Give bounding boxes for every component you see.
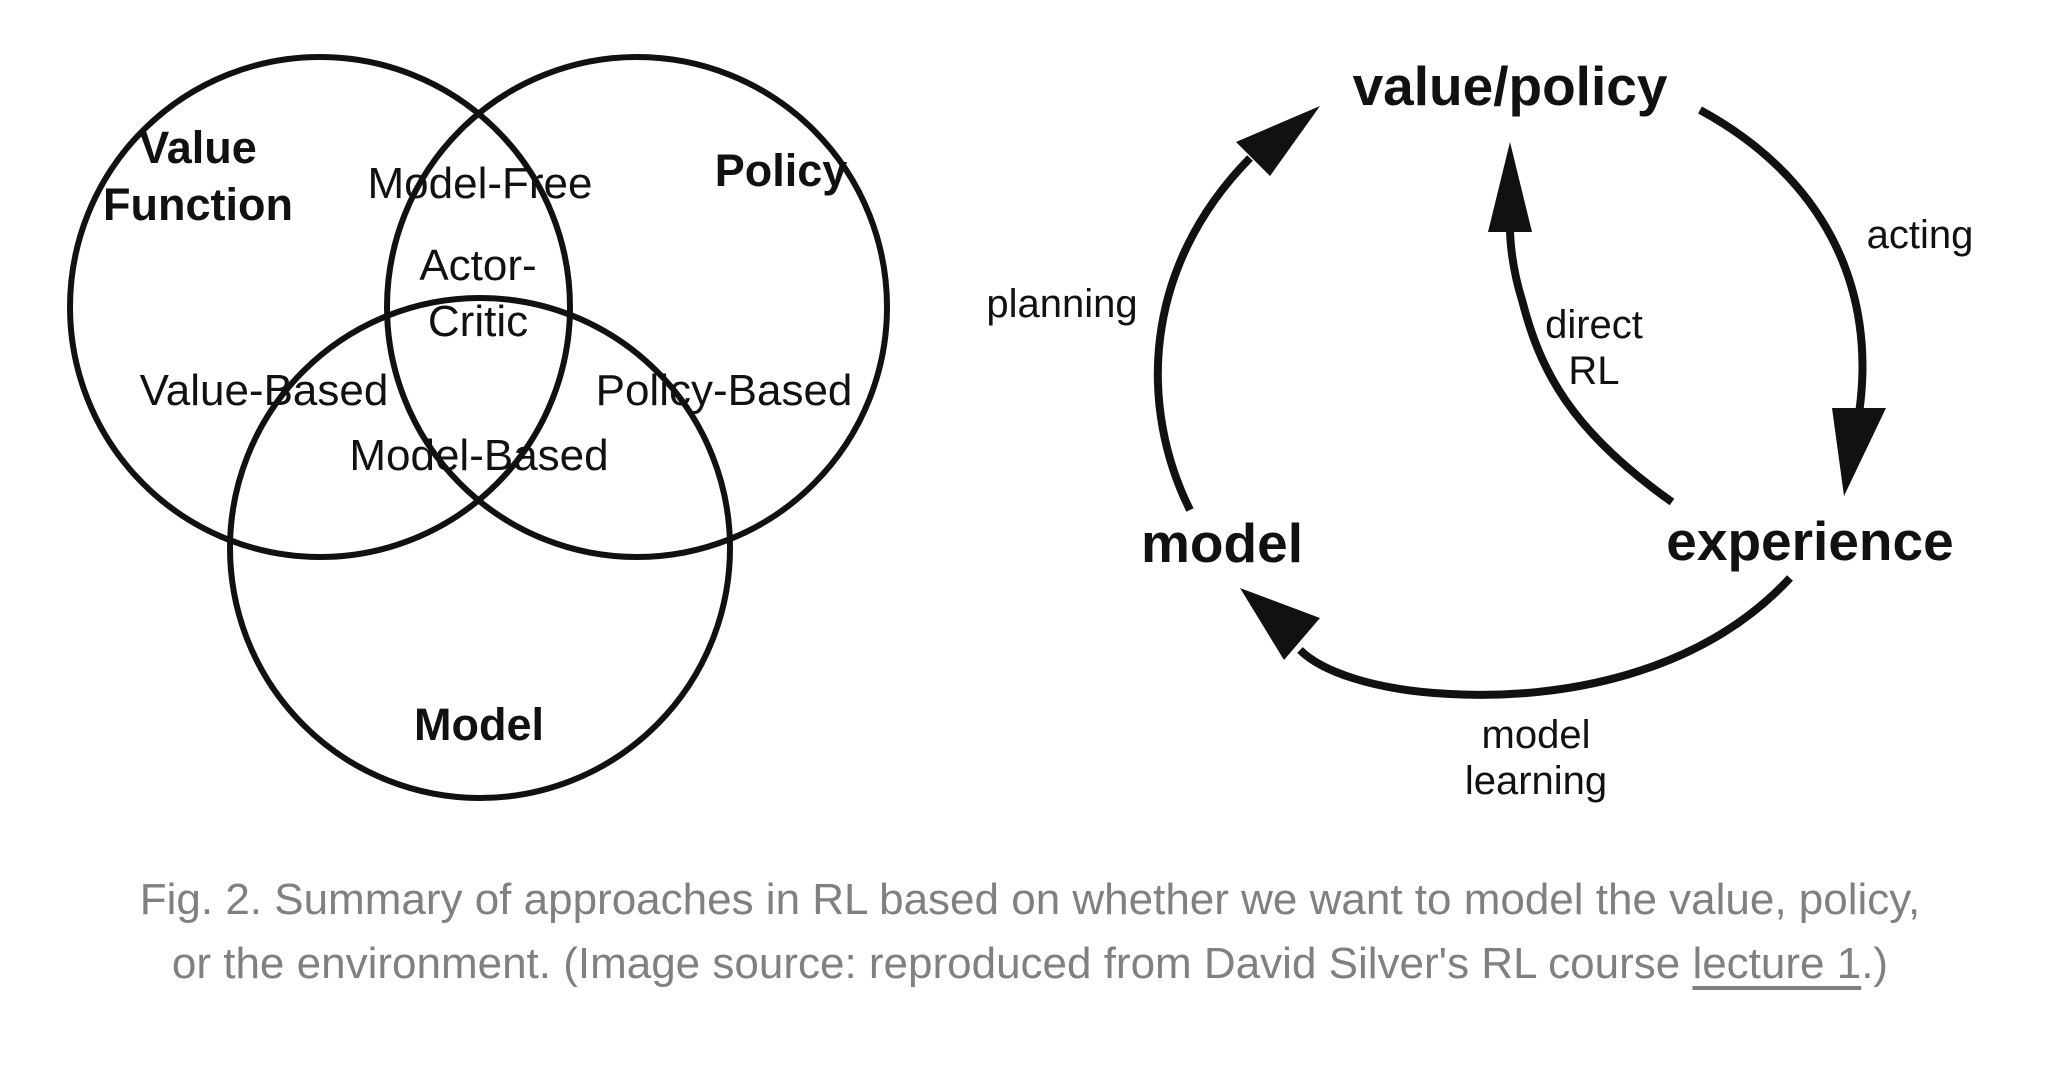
edge-direct-rl-label-line1: direct bbox=[1545, 303, 1643, 347]
venn-region-actor-critic-line1: Actor- bbox=[419, 241, 536, 290]
venn-region-model-free: Model-Free bbox=[368, 159, 593, 208]
venn-region-model-based: Model-Based bbox=[349, 431, 608, 480]
venn-region-value-based: Value-Based bbox=[140, 366, 389, 415]
venn-set-value-function-line2: Function bbox=[103, 179, 293, 230]
edge-direct-rl-label-line2: RL bbox=[1568, 349, 1619, 393]
caption-text-end: .) bbox=[1861, 939, 1889, 988]
venn-set-policy: Policy bbox=[715, 145, 848, 196]
edge-model-learning-arrowhead bbox=[1240, 588, 1320, 660]
rl-approaches-figure: Value Function Policy Model Model-Free A… bbox=[67, 54, 1973, 803]
venn-region-policy-based: Policy-Based bbox=[596, 366, 853, 415]
edge-model-learning-label-line2: learning bbox=[1465, 759, 1607, 803]
cycle-node-experience: experience bbox=[1666, 510, 1953, 572]
edge-model-learning-arrow bbox=[1297, 575, 1793, 699]
edge-planning-label: planning bbox=[986, 282, 1137, 326]
venn-set-model: Model bbox=[414, 699, 544, 750]
edge-direct-rl-arrowhead bbox=[1488, 142, 1532, 232]
edge-planning-arrowhead bbox=[1236, 106, 1320, 176]
caption-text: Fig. 2. Summary of approaches in RL base… bbox=[139, 875, 1921, 988]
edge-acting-label: acting bbox=[1867, 213, 1974, 257]
edge-direct-rl-arrow bbox=[1506, 227, 1675, 506]
venn-set-value-function-line1: Value bbox=[139, 122, 257, 173]
venn-region-actor-critic-line2: Critic bbox=[428, 297, 528, 346]
venn-circle-value-function bbox=[67, 54, 573, 560]
figure-caption: Fig. 2. Summary of approaches in RL base… bbox=[120, 868, 1940, 996]
venn-circle-model bbox=[227, 295, 733, 801]
cycle-node-value-policy: value/policy bbox=[1353, 55, 1668, 117]
venn-diagram: Value Function Policy Model Model-Free A… bbox=[67, 54, 890, 801]
edge-model-learning-label-line1: model bbox=[1482, 713, 1591, 757]
edge-acting-arrowhead bbox=[1832, 408, 1886, 496]
rl-cycle-diagram: value/policy model experience acting pla… bbox=[986, 55, 1973, 803]
edge-acting-arrow bbox=[1698, 106, 1867, 421]
edge-planning-arrow bbox=[1153, 155, 1253, 512]
cycle-node-model: model bbox=[1141, 512, 1303, 574]
venn-circle-policy bbox=[384, 54, 890, 560]
lecture-1-link[interactable]: lecture 1 bbox=[1692, 939, 1862, 988]
